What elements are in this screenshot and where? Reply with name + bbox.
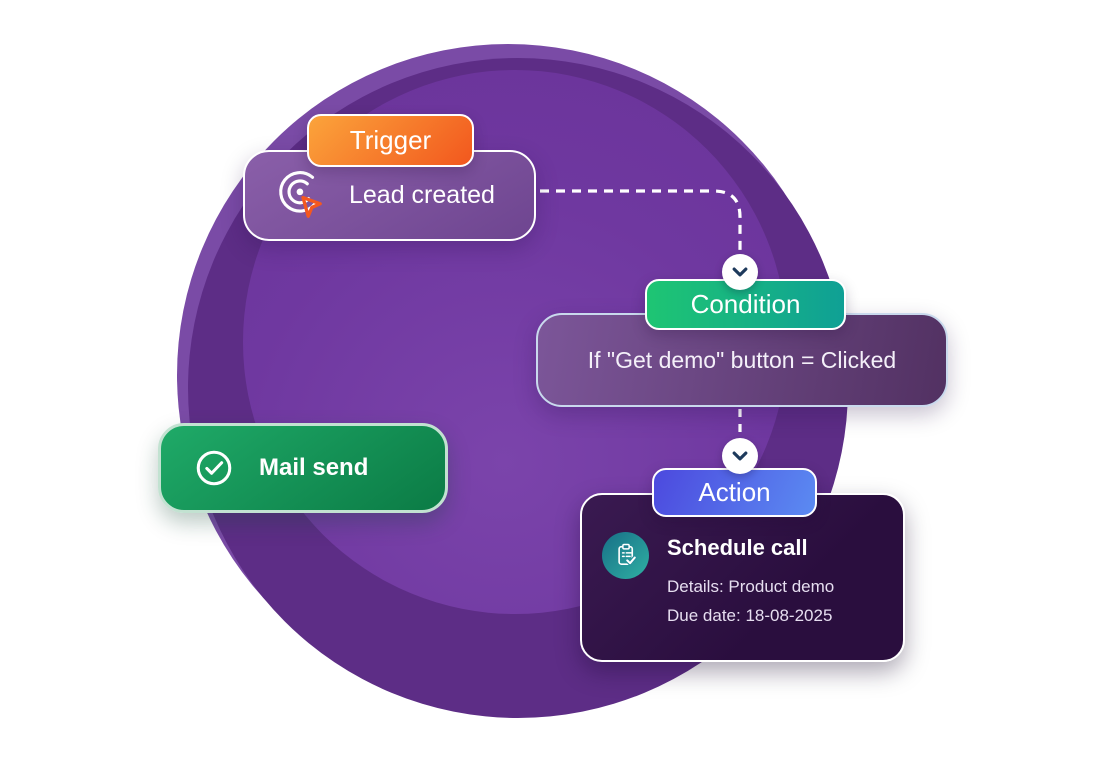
action-badge-label: Action xyxy=(698,477,771,507)
connector-chevron-badge xyxy=(722,438,758,474)
clipboard-check-icon xyxy=(611,541,641,571)
action-node-due-date: Due date: 18-08-2025 xyxy=(667,606,833,625)
chevron-down-icon xyxy=(725,441,755,471)
action-icon-circle xyxy=(602,532,649,579)
mail-send-node-title: Mail send xyxy=(259,454,369,481)
condition-badge-label: Condition xyxy=(690,289,801,319)
trigger-badge[interactable]: Trigger xyxy=(307,114,474,167)
check-circle-icon xyxy=(193,447,235,489)
trigger-badge-label: Trigger xyxy=(349,125,432,155)
condition-node-title: If "Get demo" button = Clicked xyxy=(587,346,897,373)
action-node-details: Details: Product demo xyxy=(667,577,835,596)
chevron-down-icon xyxy=(725,257,755,287)
trigger-node-title: Lead created xyxy=(349,181,495,209)
action-node-title: Schedule call xyxy=(667,535,808,560)
action-badge[interactable]: Action xyxy=(652,468,817,517)
target-cursor-icon xyxy=(275,168,329,224)
action-node-card[interactable]: Schedule call Details: Product demo Due … xyxy=(580,493,905,662)
connector-chevron-badge xyxy=(722,254,758,290)
mail-send-node-card[interactable]: Mail send xyxy=(158,423,448,513)
